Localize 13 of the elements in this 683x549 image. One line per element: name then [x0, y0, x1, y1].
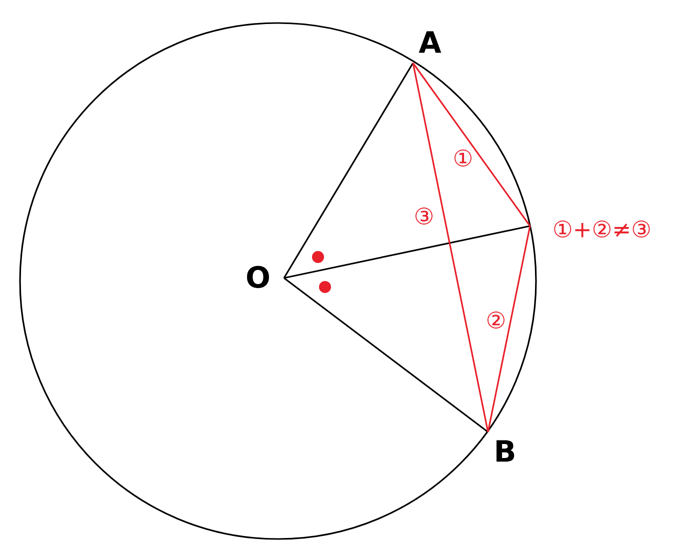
line-segment — [412, 62, 531, 226]
point-label: O — [247, 266, 269, 288]
line-segment — [487, 226, 531, 432]
point-label: A — [418, 31, 442, 53]
point-label: ①+②≠③ — [554, 220, 650, 238]
line-segment — [412, 62, 489, 432]
line-segment — [283, 62, 414, 278]
line-segment — [284, 277, 488, 433]
edge-label: ① — [454, 150, 472, 166]
edge-label: ③ — [416, 208, 432, 224]
point-label: B — [496, 440, 514, 462]
edge-label: ② — [488, 312, 504, 328]
line-segment — [284, 225, 530, 279]
